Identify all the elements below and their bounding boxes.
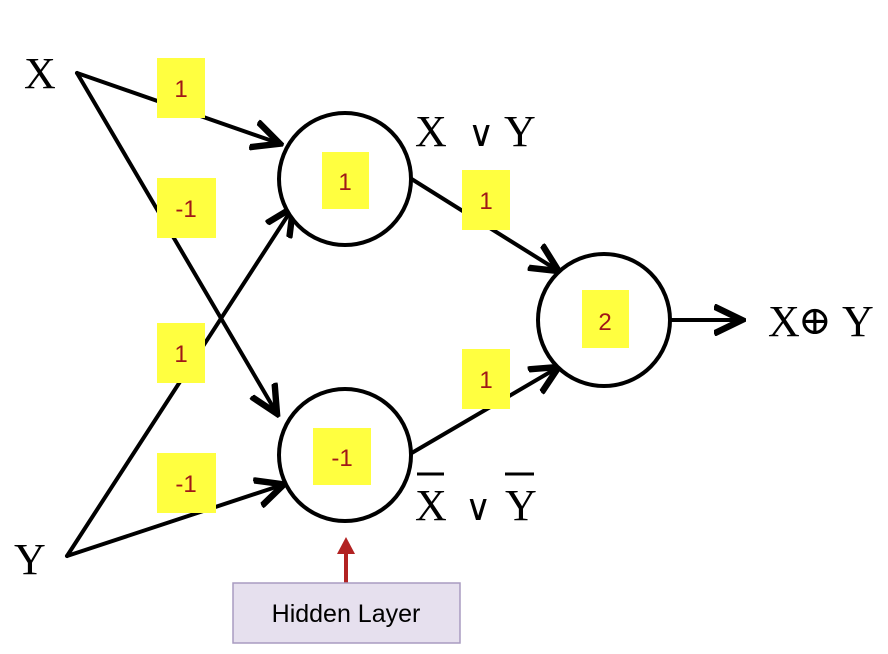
label-top-var2: Y <box>504 107 536 156</box>
weight-x-bottom: -1 <box>175 196 196 223</box>
weight-box-y-top <box>157 323 205 383</box>
threshold-box-top <box>322 152 369 209</box>
label-output-xor: X ⊕ Y <box>768 297 874 346</box>
label-top-var1: X <box>415 107 447 156</box>
weight-box-top-out <box>462 170 510 230</box>
weight-box-x-top <box>157 58 205 118</box>
threshold-bottom: -1 <box>331 445 352 472</box>
threshold-box-bottom <box>313 428 371 485</box>
weight-box-y-bottom <box>157 453 216 513</box>
hidden-layer-callout: Hidden Layer <box>232 537 461 644</box>
callout-box <box>232 582 461 644</box>
label-top-op: ∨ <box>468 114 494 154</box>
callout-arrow-head <box>337 537 355 554</box>
input-label-x: X <box>24 49 56 98</box>
label-top-or: X ∨ Y <box>415 107 536 156</box>
label-output-var1: X <box>768 297 800 346</box>
label-bottom-or: X ∨ Y <box>415 472 537 530</box>
callout-label: Hidden Layer <box>272 600 421 628</box>
weight-x-top: 1 <box>174 76 187 103</box>
label-bottom-op: ∨ <box>465 488 491 528</box>
label-bottom-var1: X <box>415 481 447 530</box>
weight-bottom-output: 1 <box>479 367 492 394</box>
edge-y-to-bottom <box>65 485 282 558</box>
label-output-var2: Y <box>842 297 874 346</box>
label-bottom-var2: Y <box>505 481 537 530</box>
edge-x-to-bottom <box>75 71 276 412</box>
label-output-op: ⊕ <box>798 298 832 343</box>
threshold-output: 2 <box>598 309 611 336</box>
weight-y-bottom: -1 <box>175 471 196 498</box>
weight-y-top: 1 <box>174 341 187 368</box>
weight-box-bottom-out <box>462 349 510 409</box>
weight-box-x-bottom <box>157 178 216 238</box>
threshold-box-output <box>582 290 629 348</box>
edge-bottom-to-output <box>408 368 557 456</box>
weight-top-output: 1 <box>479 188 492 215</box>
input-label-y: Y <box>14 535 46 584</box>
threshold-top: 1 <box>338 169 351 196</box>
